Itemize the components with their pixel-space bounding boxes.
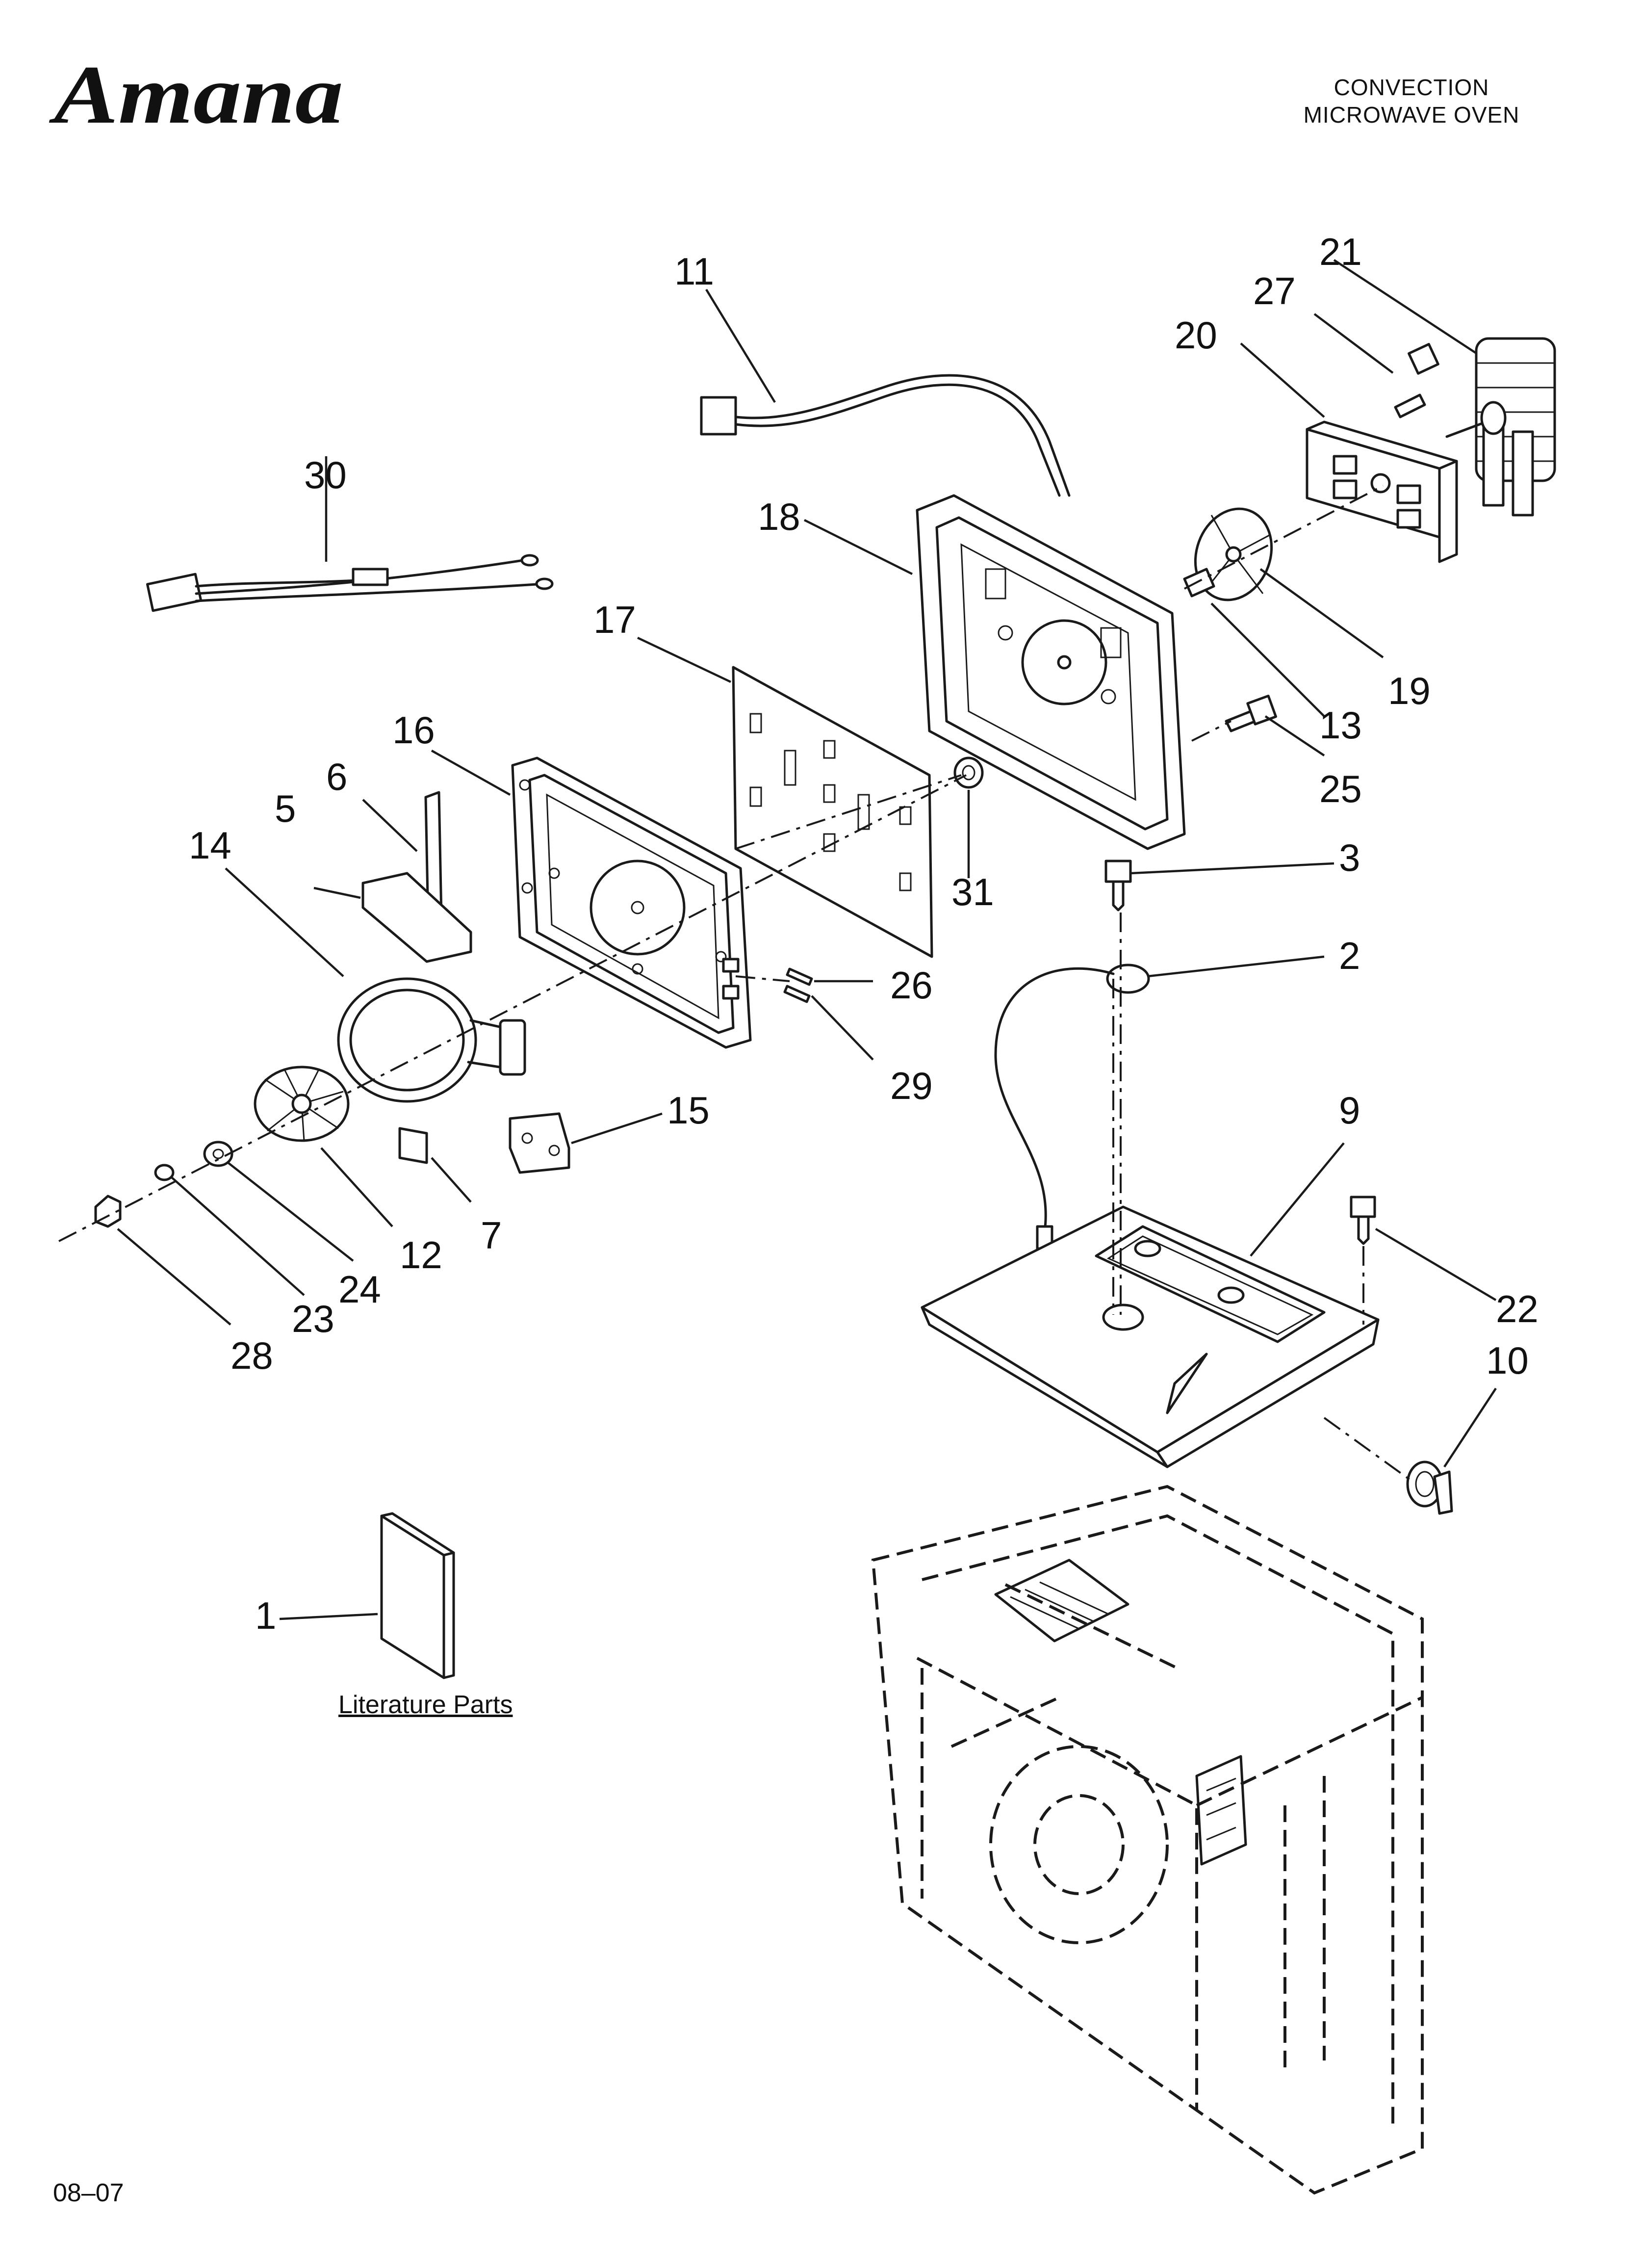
cover-panel-17-part [732, 666, 933, 958]
bracket-5-part [361, 872, 472, 963]
screw-25-part [1225, 694, 1277, 732]
callout-10: 10 [1486, 1339, 1529, 1382]
callout-30: 30 [304, 453, 347, 496]
callout-14: 14 [189, 824, 231, 867]
callout-15: 15 [667, 1089, 710, 1132]
callout-27: 27 [1253, 269, 1296, 313]
callout-29: 29 [890, 1064, 933, 1107]
callout-21: 21 [1319, 230, 1362, 273]
title-line-2: MICROWAVE OVEN [1303, 102, 1520, 128]
wire-harness-part [146, 554, 554, 612]
callout-23: 23 [292, 1297, 334, 1340]
washer-23-part [154, 1164, 175, 1181]
callout-31: 31 [951, 870, 994, 913]
screw-27-part [1394, 342, 1439, 418]
callout-5: 5 [275, 787, 296, 830]
callout-12: 12 [400, 1233, 442, 1277]
callout-1: 1 [255, 1594, 276, 1637]
callout-28: 28 [231, 1334, 273, 1377]
washer-24-part [203, 1141, 233, 1167]
screw-22-part [1350, 1196, 1376, 1245]
callout-3: 3 [1339, 836, 1360, 879]
thermal-cutout-10-part [1406, 1460, 1453, 1515]
callout-19: 19 [1388, 669, 1431, 712]
callout-7: 7 [481, 1214, 502, 1257]
mounting-plate-9-part [921, 1205, 1380, 1468]
convection-fan-12-part [254, 1066, 350, 1142]
title-line-1: CONVECTION [1334, 75, 1489, 100]
oven-cavity-ghost [871, 1485, 1424, 2195]
motor-bracket-part [1306, 420, 1458, 563]
amana-logo: Amana [49, 49, 353, 142]
callout-11: 11 [674, 250, 714, 293]
callout-25: 25 [1319, 767, 1362, 810]
callout-22: 22 [1496, 1287, 1539, 1330]
clip-7-part [398, 1127, 428, 1164]
leader-lines [117, 259, 1497, 1620]
callout-26: 26 [890, 964, 933, 1007]
callout-16: 16 [392, 708, 435, 752]
convection-motor-part [1445, 337, 1556, 517]
nut-31-part [953, 756, 984, 789]
heater-frame-16-part [511, 756, 752, 1049]
page-title: CONVECTION MICROWAVE OVEN [1240, 74, 1583, 129]
callout-2: 2 [1339, 934, 1360, 977]
callout-24: 24 [338, 1268, 381, 1311]
callout-20: 20 [1175, 313, 1217, 357]
callout-6: 6 [326, 755, 347, 798]
thermal-sensor-2-part [994, 964, 1150, 1250]
literature-parts-label: Literature Parts [338, 1691, 513, 1719]
callout-17: 17 [593, 598, 636, 641]
clip-15-part [509, 1112, 570, 1174]
literature-booklet-part [380, 1512, 455, 1679]
cooling-fan-19-part [1194, 507, 1273, 601]
callout-18: 18 [758, 495, 800, 538]
revision-code: 08–07 [53, 2179, 124, 2207]
coupler-13-part [1183, 568, 1215, 598]
svg-text:Amana: Amana [49, 49, 343, 141]
wire-part [700, 374, 1071, 497]
heating-element-14-part [337, 977, 526, 1103]
callout-9: 9 [1339, 1089, 1360, 1132]
callout-labels: 1 2 3 5 6 7 9 10 11 12 13 14 15 16 17 18… [189, 230, 1539, 1637]
mounting-frame-18-part [916, 494, 1186, 850]
screw-26-part [786, 967, 813, 986]
callout-13: 13 [1319, 704, 1362, 747]
screw-29-part [783, 985, 811, 1003]
screw-3-part [1104, 860, 1132, 912]
